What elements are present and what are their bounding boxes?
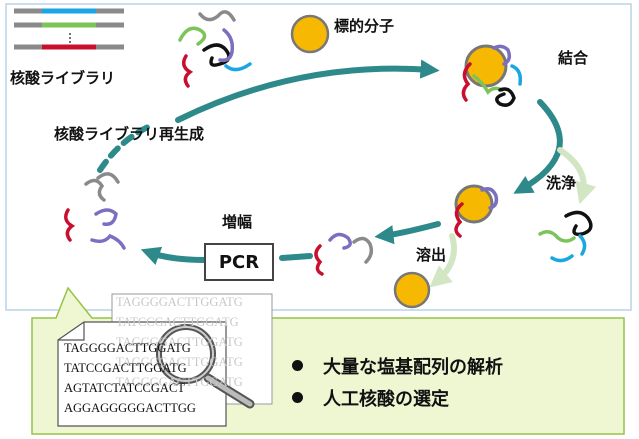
- magnifier-icon: [156, 324, 255, 409]
- pcr-box: PCR: [204, 243, 274, 281]
- sequence-line: TATCCGACTTGGATG: [116, 315, 239, 329]
- eluted-strands-icon: [314, 232, 374, 276]
- binding-label: 結合: [558, 49, 589, 67]
- arrow-pcr-to-regen: [140, 246, 209, 265]
- elute-label: 溶出: [416, 246, 447, 264]
- sequence-line: TAGGGGACTTGGATG: [116, 355, 243, 369]
- bullet-aptamer-selection: 人工核酸の選定: [292, 385, 449, 411]
- arrow-wash-to-elute: [374, 221, 441, 245]
- sequence-line: TAGGGGACTTGGATG: [116, 375, 243, 389]
- arrow-regen-to-bind: [175, 59, 440, 123]
- sequence-line: TATCCGACTTGGATG: [64, 361, 187, 375]
- discarded-strands-icon: [538, 210, 593, 263]
- sequence-line: TAGGGGACTTGGATG: [116, 335, 243, 349]
- arrow-regen-dashed: [97, 123, 153, 173]
- library-label: 核酸ライブラリ: [10, 69, 116, 87]
- target-molecule-icon: [290, 14, 330, 54]
- target-label: 標的分子: [334, 17, 395, 35]
- bullet-dot-icon: [292, 360, 303, 371]
- regenerate-label: 核酸ライブラリ再生成: [54, 125, 205, 143]
- bullet-dot-icon: [292, 392, 303, 403]
- regenerated-library-icon: [64, 172, 126, 250]
- bound-target-icon: [461, 44, 523, 107]
- eluted-target-icon: [393, 271, 431, 309]
- library-legend-icon: [14, 8, 124, 50]
- amplify-label: 増幅: [222, 213, 253, 231]
- sequence-line: TAGGGGACTTGGATG: [64, 341, 191, 355]
- arrow-elute-to-pcr: [279, 253, 313, 261]
- arrow-wash-discard: [557, 147, 597, 205]
- wash-label: 洗浄: [546, 174, 577, 192]
- sequence-line: AGTATCTATCCGACT: [64, 381, 185, 395]
- arrow-elute-release: [429, 233, 457, 288]
- washed-target-icon: [454, 184, 499, 238]
- sequence-line: AGGAGGGGGACTTGG: [64, 401, 196, 415]
- nucleic-acid-library-cluster: [178, 10, 252, 88]
- bullet-sequence-analysis: 大量な塩基配列の解析: [292, 353, 503, 379]
- sequence-line: TAGGGGACTTGGATG: [116, 295, 243, 309]
